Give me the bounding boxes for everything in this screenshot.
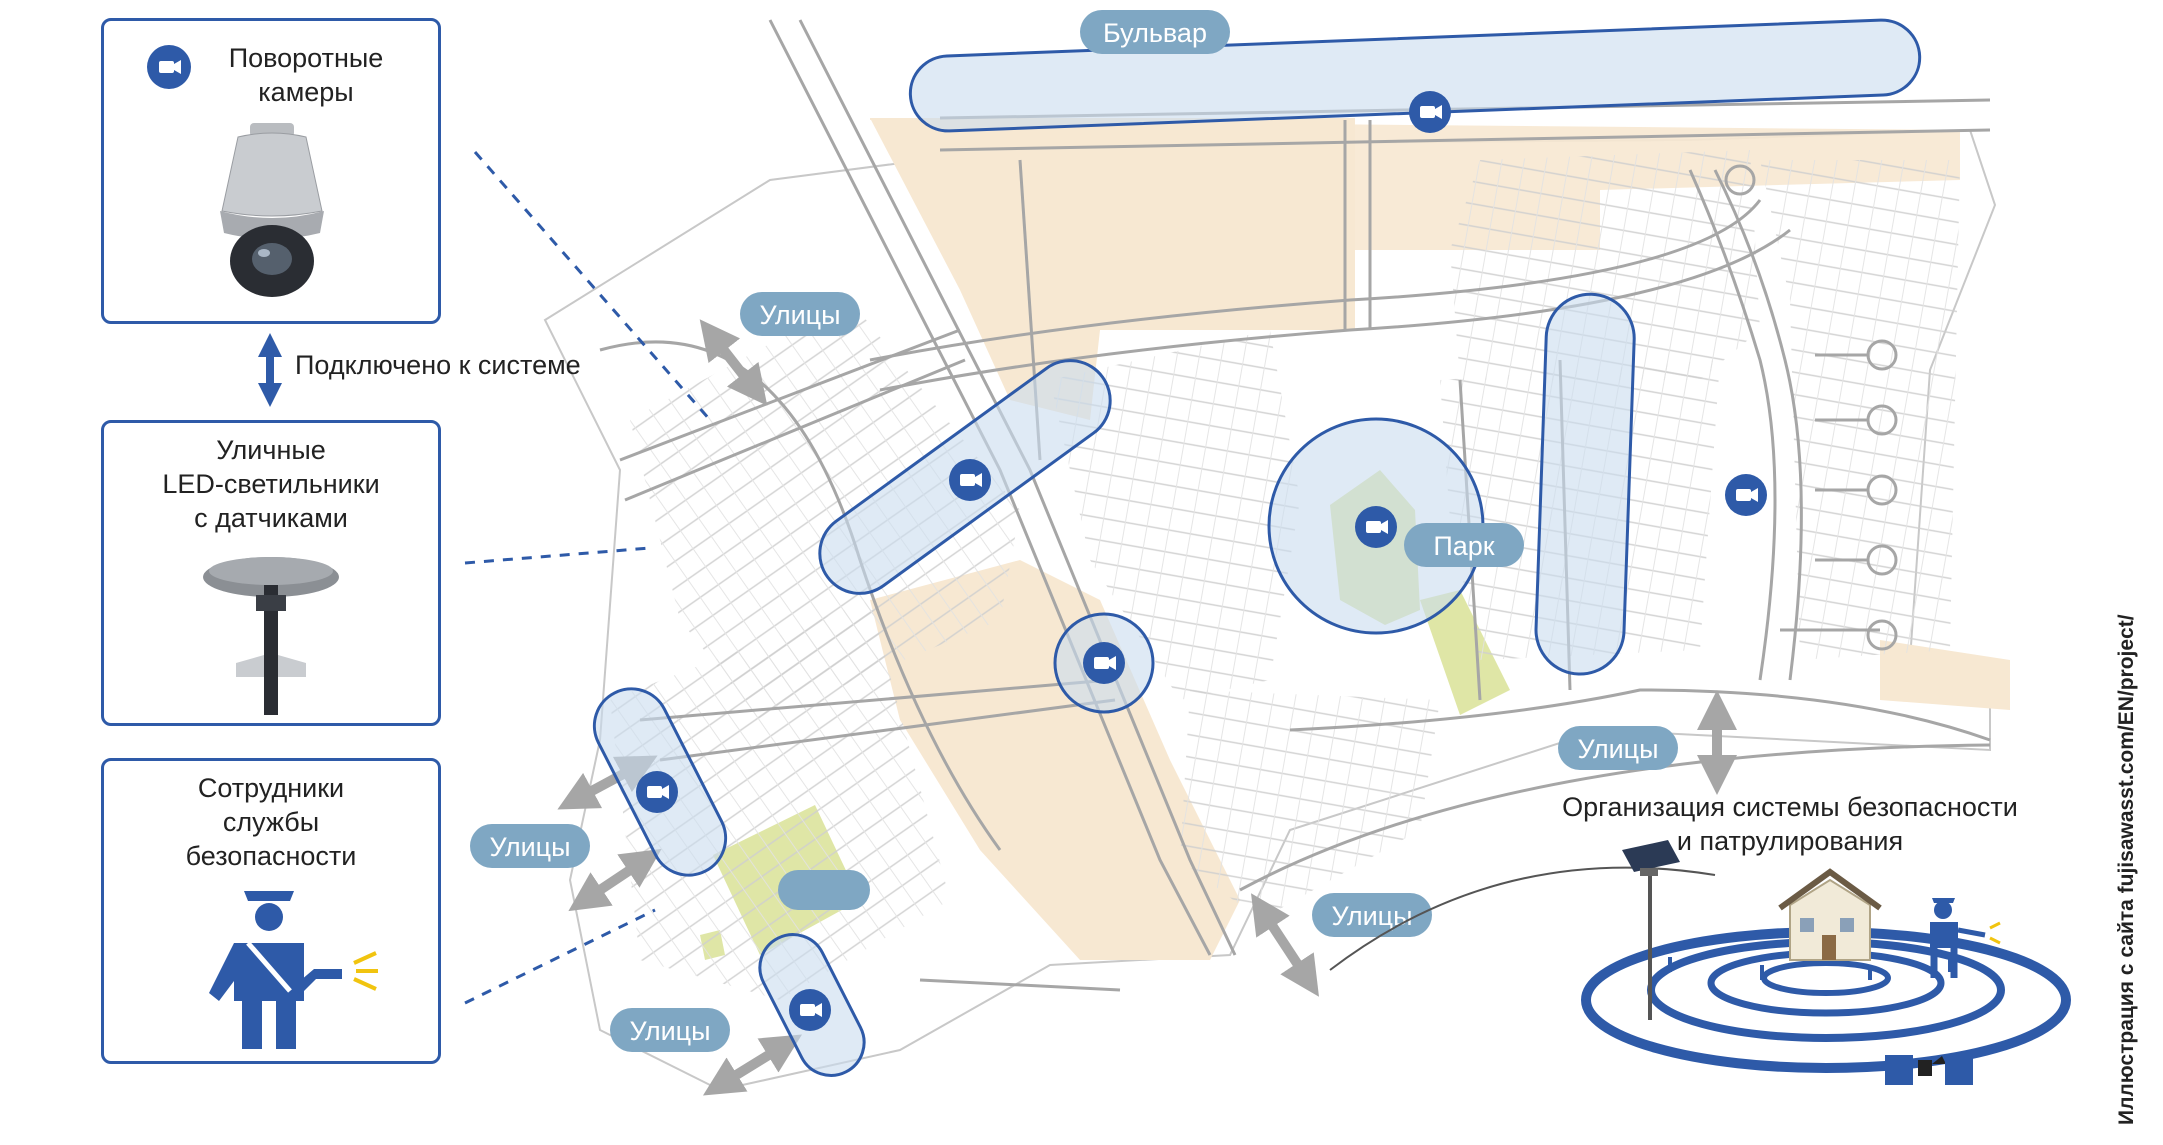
streetlight-icon bbox=[1622, 840, 1680, 1020]
camera-icon bbox=[1409, 91, 1451, 133]
zone-labels: Бульвар Улицы Парк Улицы Улицы Улицы Ули… bbox=[470, 10, 1678, 1052]
label-streets-lower-mid: Улицы bbox=[1312, 893, 1432, 937]
label-streets-bottom: Улицы bbox=[610, 1008, 730, 1052]
guard-icon-small bbox=[1930, 898, 2001, 978]
label-boulevard: Бульвар bbox=[1080, 10, 1230, 54]
card-security-staff-title: Сотрудники службы безопасности bbox=[185, 773, 357, 871]
camera-icon bbox=[1355, 506, 1397, 548]
zone-street-right bbox=[1534, 292, 1636, 676]
card-ptz-cameras: Поворотные камеры bbox=[101, 18, 441, 324]
camera-icon bbox=[1083, 642, 1125, 684]
label-streets-left: Улицы bbox=[470, 824, 590, 868]
camera-icon bbox=[1725, 474, 1767, 516]
patrol-illustration bbox=[1329, 840, 2071, 1085]
arrow-streets-4 bbox=[702, 1034, 803, 1096]
security-guard-icon bbox=[209, 891, 378, 1049]
label-streets-top: Улицы bbox=[740, 292, 860, 336]
card-led-lights-title: Уличные LED-светильники с датчиками bbox=[162, 435, 380, 533]
label-streets-lower-mid-text: Улицы bbox=[1331, 901, 1412, 931]
image-credit: Иллюстрация с сайта fujisawasst.com/EN/p… bbox=[2115, 614, 2138, 1125]
map-cameras bbox=[636, 91, 1767, 1031]
camera-icon bbox=[636, 771, 678, 813]
connected-to-system-label: Подключено к системе bbox=[295, 350, 581, 380]
arrow-streets-5 bbox=[1251, 893, 1319, 997]
label-park-text: Парк bbox=[1433, 531, 1494, 561]
organization-title: Организация системы безопасности и патру… bbox=[1562, 792, 2018, 856]
label-streets-right: Улицы bbox=[1558, 726, 1678, 770]
arrow-streets-3 bbox=[568, 848, 662, 912]
label-boulevard-text: Бульвар bbox=[1103, 18, 1207, 48]
label-streets-left-text: Улицы bbox=[489, 832, 570, 862]
camera-icon bbox=[949, 459, 991, 501]
card-led-lights: Уличные LED-светильники с датчиками bbox=[101, 420, 441, 726]
ptz-camera-image bbox=[220, 123, 324, 297]
thumbs-up-icon bbox=[1918, 1056, 1946, 1076]
camera-icon bbox=[789, 989, 831, 1031]
street-arrows bbox=[557, 319, 1737, 1096]
card-ptz-cameras-title: Поворотные камеры bbox=[228, 43, 384, 107]
led-streetlight-image bbox=[203, 557, 339, 715]
label-streets-right-text: Улицы bbox=[1577, 734, 1658, 764]
arrow-streets-1 bbox=[699, 319, 768, 406]
label-streets-top-text: Улицы bbox=[759, 300, 840, 330]
connector-lines bbox=[464, 151, 712, 1005]
house-icon bbox=[1778, 868, 1882, 961]
label-park: Парк bbox=[1404, 523, 1524, 567]
card-security-staff: Сотрудники службы безопасности bbox=[101, 758, 441, 1064]
label-blank bbox=[778, 870, 870, 910]
label-streets-bottom-text: Улицы bbox=[629, 1016, 710, 1046]
camera-icon bbox=[147, 45, 191, 89]
